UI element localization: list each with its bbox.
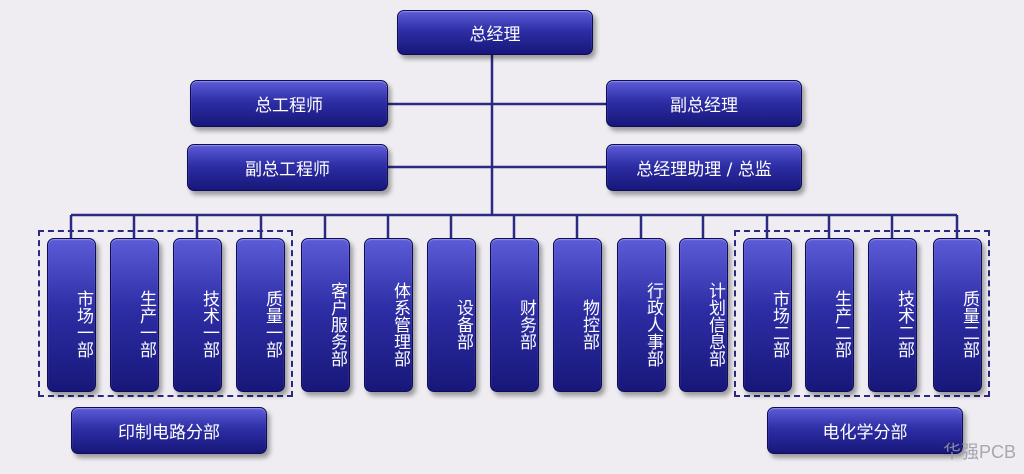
- dept-tech-1: 技术一部: [173, 238, 222, 392]
- dept-market-2: 市场二部: [743, 238, 792, 392]
- pcb-division-label: 印制电路分部: [71, 407, 267, 454]
- dept-market-1: 市场一部: [47, 238, 96, 392]
- dept-equipment: 设备部: [427, 238, 476, 392]
- chem-division-label: 电化学分部: [767, 407, 963, 454]
- dept-system-management: 体系管理部: [364, 238, 413, 392]
- general-manager-box: 总经理: [397, 10, 593, 55]
- dept-planning-info: 计划信息部: [679, 238, 728, 392]
- dept-customer-service: 客户服务部: [301, 238, 350, 392]
- dept-production-2: 生产二部: [805, 238, 854, 392]
- dept-tech-2: 技术二部: [868, 238, 917, 392]
- gm-assistant-box: 总经理助理 / 总监: [606, 144, 802, 191]
- watermark: 华强PCB: [942, 442, 1016, 462]
- deputy-gm-box: 副总经理: [606, 80, 802, 127]
- chem-division-group: [734, 230, 990, 397]
- dept-material-control: 物控部: [553, 238, 602, 392]
- dept-quality-2: 质量二部: [933, 238, 982, 392]
- chief-engineer-box: 总工程师: [190, 80, 388, 127]
- dept-admin-hr: 行政人事部: [617, 238, 666, 392]
- dept-quality-1: 质量一部: [236, 238, 285, 392]
- dept-production-1: 生产一部: [110, 238, 159, 392]
- dept-finance: 财务部: [490, 238, 539, 392]
- deputy-chief-engineer-box: 副总工程师: [187, 144, 388, 191]
- pcb-division-group: [38, 230, 293, 397]
